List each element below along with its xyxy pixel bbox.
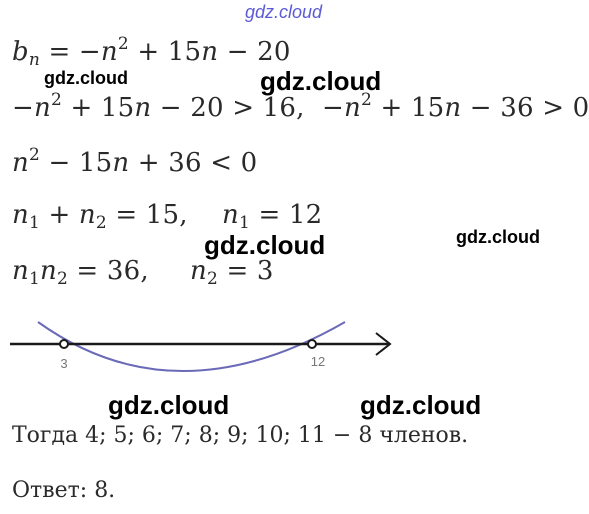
axis-arrow-icon — [375, 332, 392, 356]
var-n: n — [190, 256, 207, 286]
sub-n: n — [28, 50, 40, 70]
root-2: n2 = 3 — [190, 256, 274, 289]
parabola-curve — [37, 321, 346, 372]
root-1: n1 = 12 — [222, 200, 322, 233]
part: + — [39, 200, 79, 230]
sub: 2 — [95, 213, 107, 233]
part: = 3 — [217, 256, 274, 286]
inequality-2: −n2 + 15n − 36 > 0 — [322, 90, 589, 123]
exp: 2 — [117, 34, 129, 54]
part: − — [12, 93, 34, 123]
part: − — [322, 93, 344, 123]
part: + 15 — [128, 37, 202, 67]
var-n: n — [222, 200, 239, 230]
watermark-top: gdz.cloud — [245, 2, 323, 22]
watermark: gdz.cloud — [360, 390, 482, 420]
var-n: n — [134, 93, 152, 123]
formula-bn: bn = −n2 + 15n − 20 — [12, 34, 291, 70]
sub: 1 — [28, 269, 40, 289]
part: + 15 — [371, 93, 445, 123]
exp: 2 — [28, 145, 40, 165]
part: + 15 — [61, 93, 135, 123]
part: − 15 — [39, 148, 113, 178]
part: = − — [40, 37, 101, 67]
watermark: gdz.cloud — [456, 227, 540, 247]
inequality-1: −n2 + 15n − 20 > 16, — [12, 90, 305, 123]
var-n: n — [112, 148, 130, 178]
var-n: n — [34, 93, 51, 123]
part: + 36 < 0 — [129, 148, 258, 178]
part: − 20 — [218, 37, 291, 67]
var-n: n — [344, 93, 361, 123]
sub: 1 — [238, 213, 250, 233]
conclusion-text: Тогда 4; 5; 6; 7; 8; 9; 10; 11 − 8 члено… — [12, 423, 469, 448]
var-n: n — [444, 93, 462, 123]
var-n: n — [12, 148, 29, 178]
var-n: n — [12, 256, 29, 286]
inequality-3: n2 − 15n + 36 < 0 — [12, 145, 257, 178]
sub: 2 — [206, 269, 218, 289]
sub: 1 — [28, 213, 40, 233]
open-point-right — [307, 339, 317, 349]
watermark: gdz.cloud — [108, 390, 230, 420]
part: = 12 — [249, 200, 323, 230]
answer-text: Ответ: 8. — [12, 478, 116, 503]
number-line-diagram: 3 12 — [10, 321, 392, 372]
var-n: n — [78, 200, 96, 230]
sub: 2 — [56, 269, 68, 289]
part: = 36, — [67, 256, 149, 286]
label-right-point: 12 — [311, 354, 325, 369]
var-n: n — [201, 37, 219, 67]
open-point-left — [59, 339, 69, 349]
exp: 2 — [50, 90, 62, 110]
exp: 2 — [360, 90, 372, 110]
vieta-product: n1n2 = 36, — [12, 256, 149, 289]
var-n: n — [100, 37, 118, 67]
var-n: n — [39, 256, 57, 286]
part: − 20 > 16, — [151, 93, 305, 123]
label-left-point: 3 — [60, 356, 67, 371]
var-b: b — [12, 37, 29, 67]
watermark: gdz.cloud — [260, 66, 382, 96]
vieta-sum: n1 + n2 = 15, — [12, 200, 188, 233]
part: − 36 > 0 — [461, 93, 589, 123]
watermark: gdz.cloud — [204, 230, 326, 260]
var-n: n — [12, 200, 29, 230]
part: = 15, — [106, 200, 188, 230]
watermark: gdz.cloud — [44, 68, 128, 88]
